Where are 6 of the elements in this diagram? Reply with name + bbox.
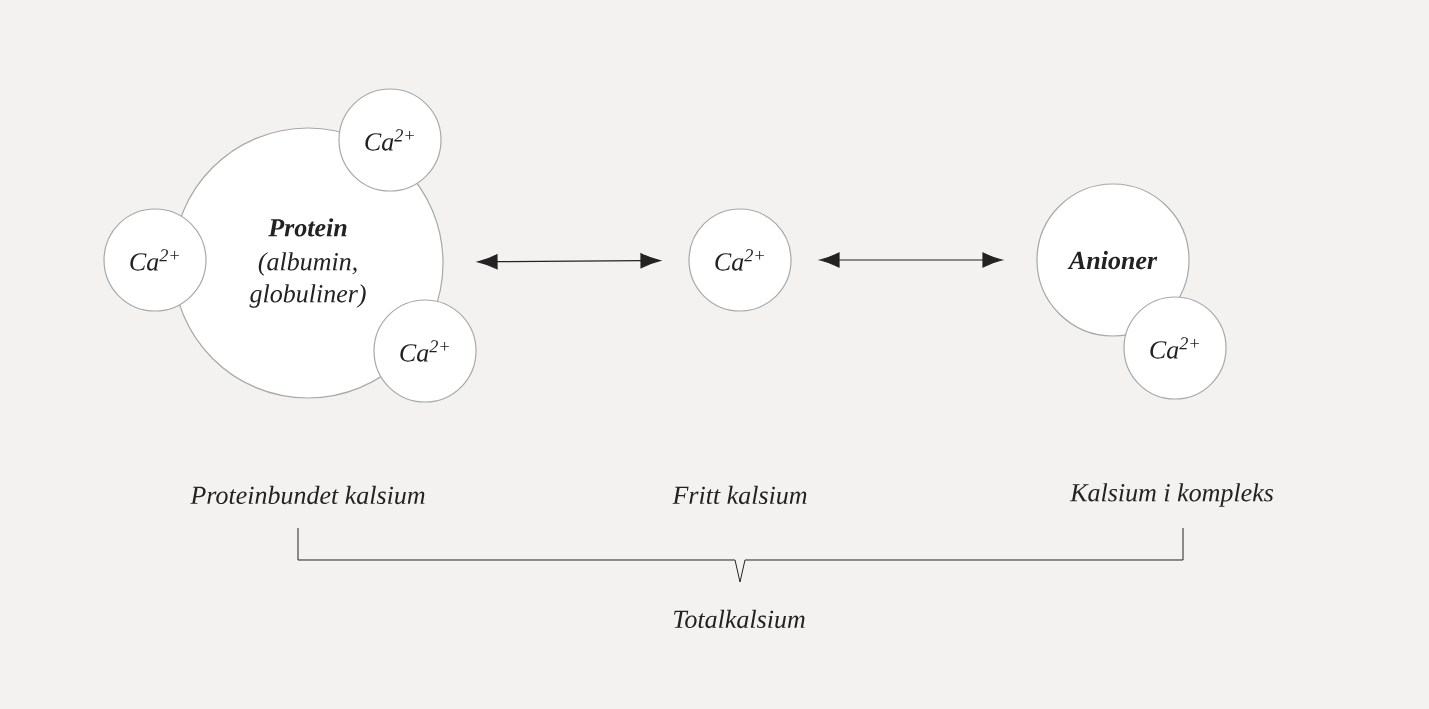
caption-label: Proteinbundet kalsium	[190, 485, 425, 505]
double-arrow	[477, 253, 661, 270]
caption-label: Totalkalsium	[674, 609, 805, 629]
caption-label: Kalsium i kompleks	[1069, 483, 1274, 507]
caption-label: Fritt kalsium	[672, 485, 807, 505]
double-arrow	[819, 252, 1003, 268]
